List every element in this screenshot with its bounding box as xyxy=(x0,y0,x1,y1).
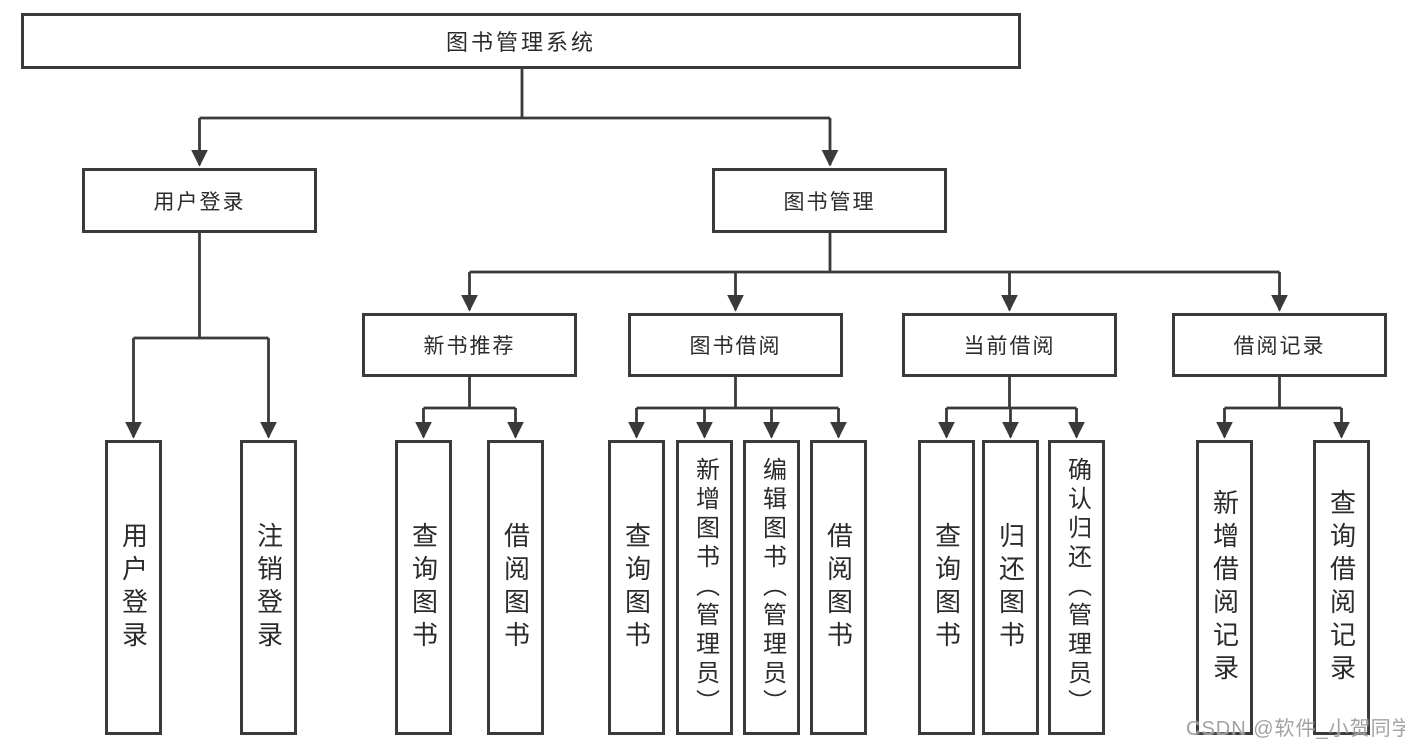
leaf-borrow-add-books-admin: 新增图书（管理员） xyxy=(676,440,733,735)
leaf-records-add-record: 新增借阅记录 xyxy=(1196,440,1253,735)
node-new-book-recommend: 新书推荐 xyxy=(362,313,577,377)
node-borrow-records: 借阅记录 xyxy=(1172,313,1387,377)
leaf-logout: 注销登录 xyxy=(240,440,297,735)
leaf-label: 借阅图书 xyxy=(823,521,854,654)
leaf-label: 用户登录 xyxy=(118,521,149,654)
leaf-user-login: 用户登录 xyxy=(105,440,162,735)
node-book-management-label: 图书管理 xyxy=(783,190,876,214)
leaf-label: 新增借阅记录 xyxy=(1209,488,1240,687)
connector-current-borrow-to-leaves xyxy=(938,377,1085,439)
leaf-label: 归还图书 xyxy=(995,521,1026,654)
leaf-borrow-query-books: 查询图书 xyxy=(608,440,665,735)
leaf-current-confirm-return-admin: 确认归还（管理员） xyxy=(1048,440,1105,735)
leaf-newbook-borrow-books: 借阅图书 xyxy=(487,440,544,735)
node-user-login: 用户登录 xyxy=(82,168,317,233)
csdn-watermark: CSDN @软件_小贺同学 xyxy=(1186,718,1405,740)
connector-book-borrow-to-leaves xyxy=(628,377,847,439)
leaf-current-query-books: 查询图书 xyxy=(918,440,975,735)
leaf-label: 借阅图书 xyxy=(500,521,531,654)
node-book-borrow: 图书借阅 xyxy=(628,313,843,377)
leaf-records-query-record: 查询借阅记录 xyxy=(1313,440,1370,735)
node-book-borrow-label: 图书借阅 xyxy=(689,335,782,358)
node-book-management: 图书管理 xyxy=(712,168,947,233)
node-borrow-records-label: 借阅记录 xyxy=(1233,335,1326,358)
leaf-borrow-edit-books-admin: 编辑图书（管理员） xyxy=(743,440,800,735)
leaf-label: 注销登录 xyxy=(253,521,284,654)
leaf-newbook-query-books: 查询图书 xyxy=(395,440,452,735)
node-new-book-recommend-label: 新书推荐 xyxy=(423,335,516,358)
connector-book-mgmt-to-level3 xyxy=(461,233,1288,312)
node-root-label: 图书管理系统 xyxy=(445,30,596,55)
leaf-current-return-books: 归还图书 xyxy=(982,440,1039,735)
connector-user-login-to-leaves xyxy=(125,233,277,439)
leaf-borrow-borrow-books: 借阅图书 xyxy=(810,440,867,735)
leaf-label: 编辑图书（管理员） xyxy=(758,457,786,718)
connector-new-book-to-leaves xyxy=(415,377,524,439)
node-root-system: 图书管理系统 xyxy=(21,13,1021,69)
node-current-borrow: 当前借阅 xyxy=(902,313,1117,377)
connector-borrow-records-to-leaves xyxy=(1216,377,1350,439)
connector-root-to-level2 xyxy=(191,69,839,167)
leaf-label: 查询图书 xyxy=(621,521,652,654)
leaf-label: 新增图书（管理员） xyxy=(691,457,719,718)
leaf-label: 查询图书 xyxy=(408,521,439,654)
node-current-borrow-label: 当前借阅 xyxy=(963,335,1056,358)
leaf-label: 查询图书 xyxy=(931,521,962,654)
node-user-login-label: 用户登录 xyxy=(153,190,246,214)
leaf-label: 查询借阅记录 xyxy=(1326,488,1357,687)
leaf-label: 确认归还（管理员） xyxy=(1063,457,1091,718)
